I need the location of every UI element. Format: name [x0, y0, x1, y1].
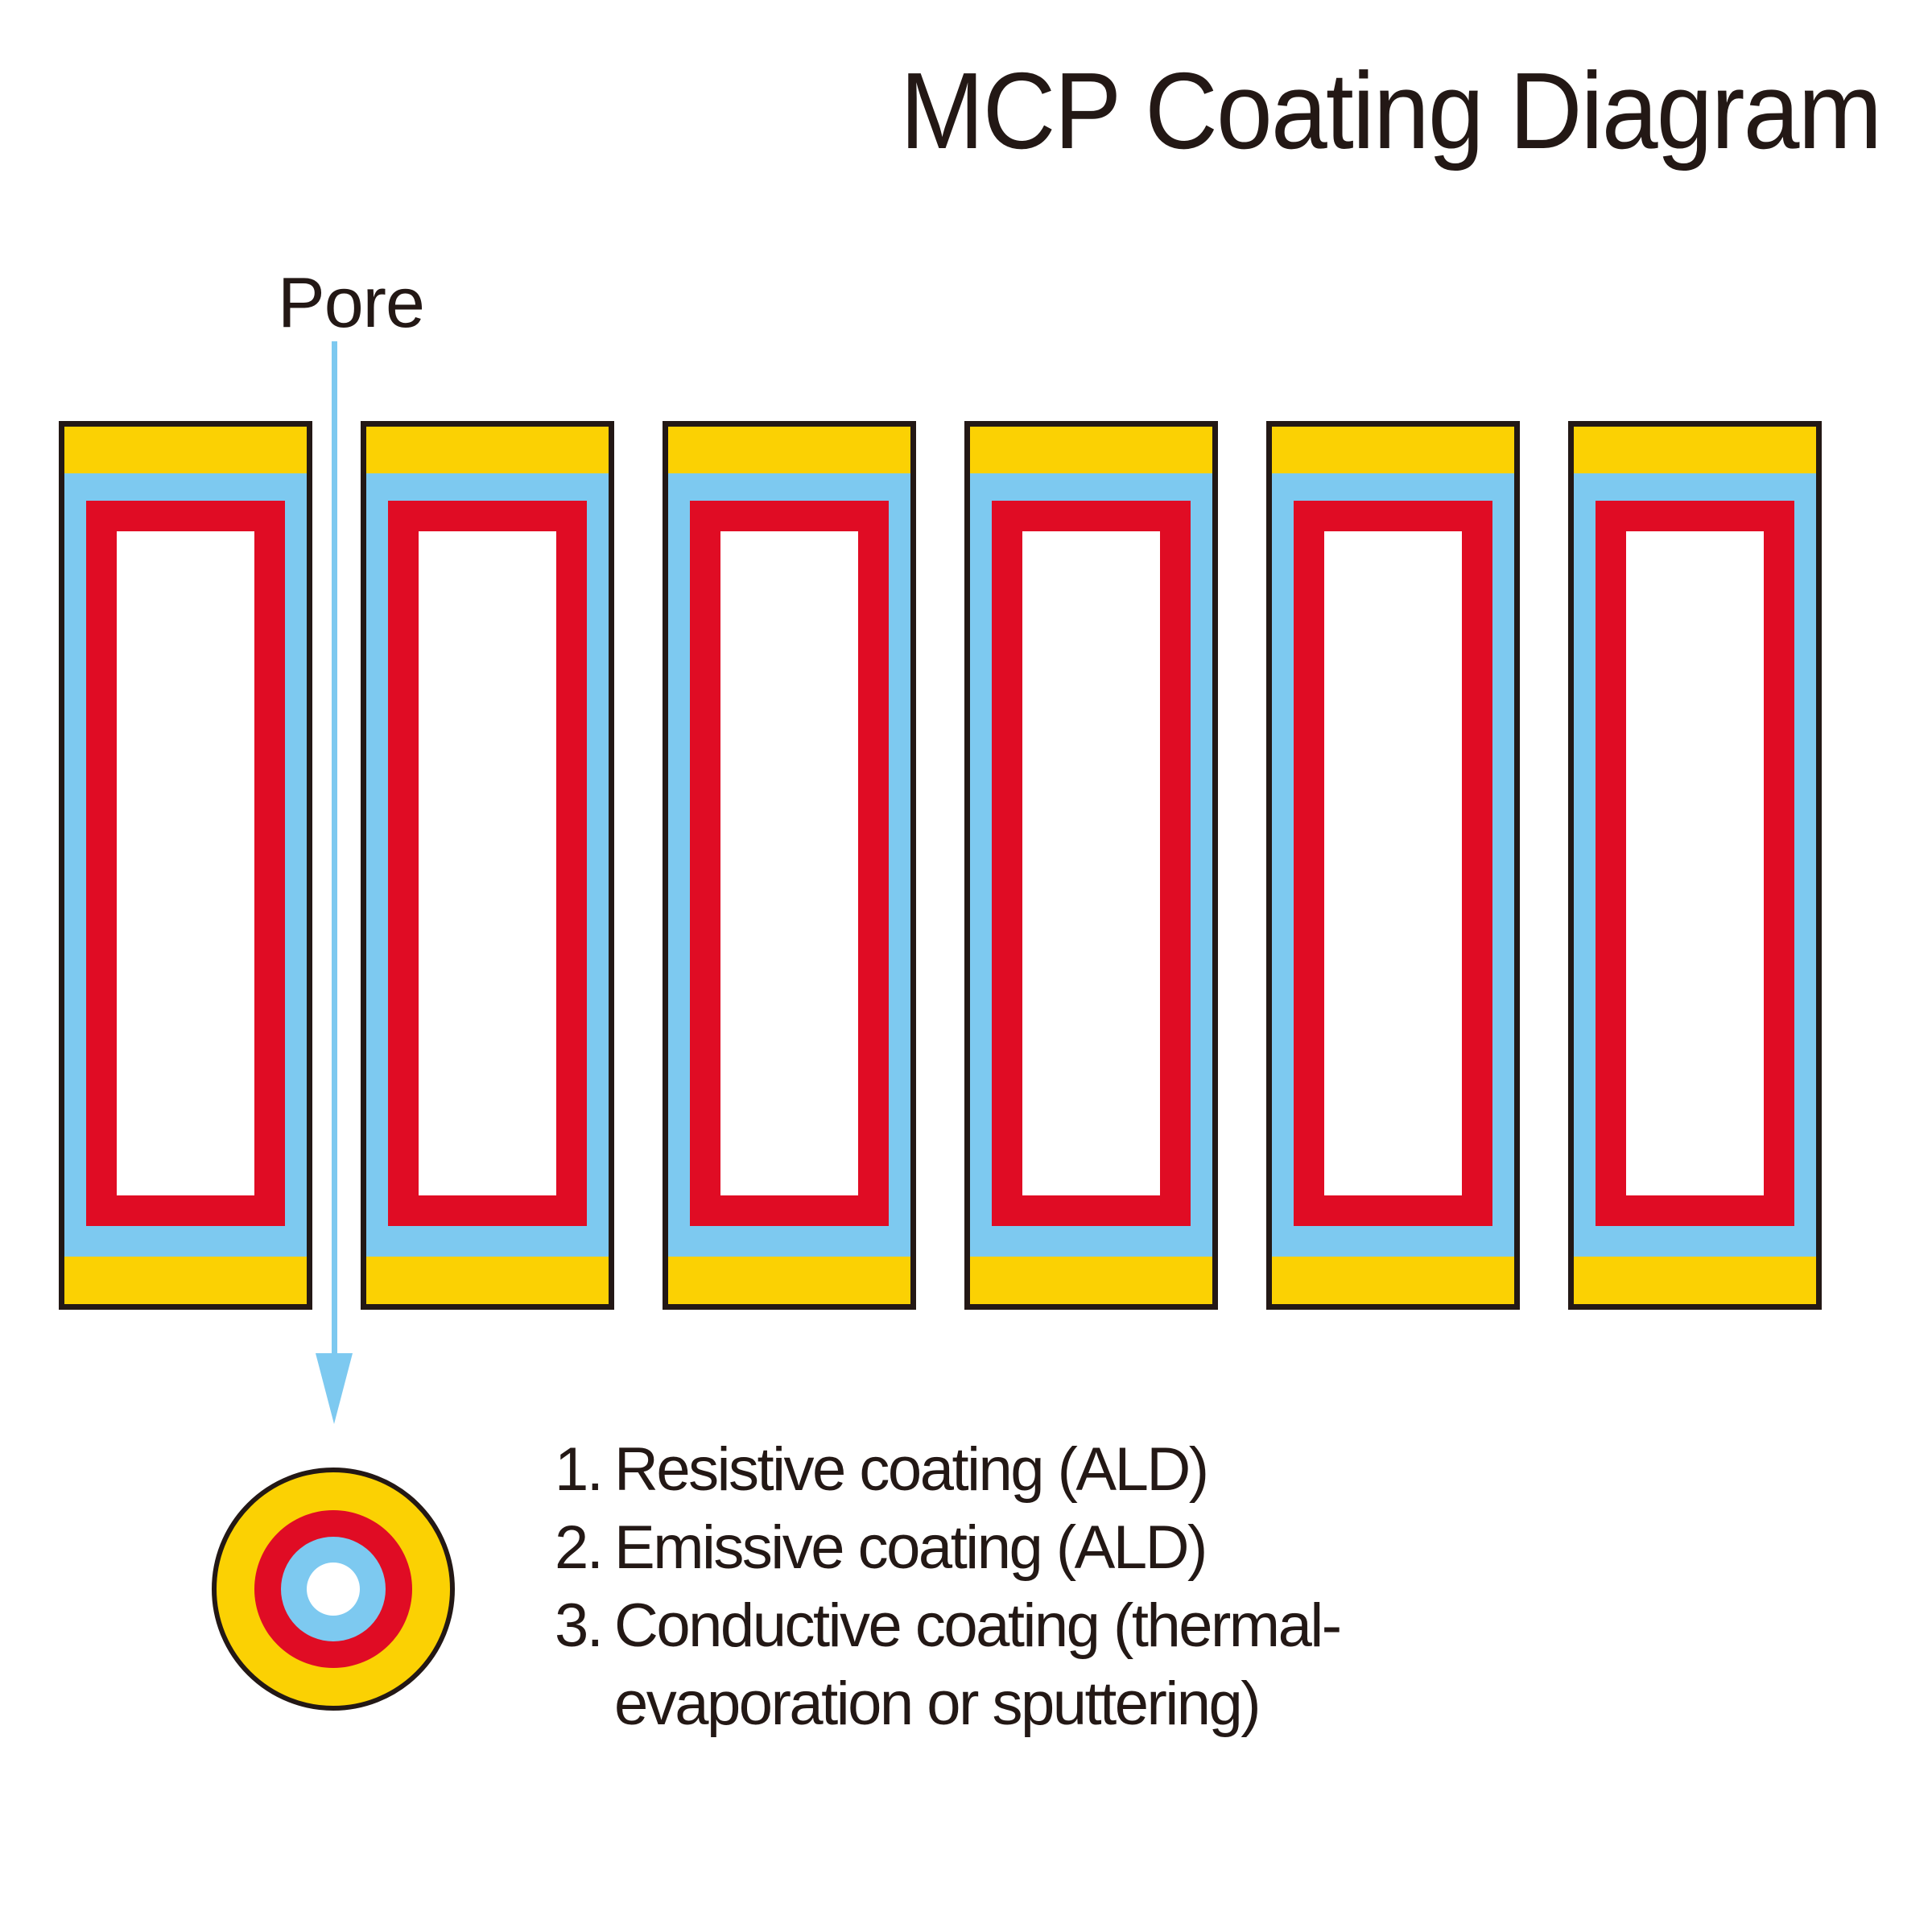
pore-arrow-head-icon [316, 1353, 353, 1424]
conductive-layer-top [970, 427, 1212, 473]
legend-item-label-line2: evaporation or sputtering) [614, 1670, 1261, 1738]
resistive-layer [388, 501, 587, 1226]
legend-item-label: Emissive coating (ALD) [614, 1513, 1208, 1582]
conductive-layer-top [366, 427, 609, 473]
conductive-layer-top [1574, 427, 1816, 473]
conductive-layer-top [64, 427, 307, 473]
conductive-layer-bottom [970, 1257, 1212, 1304]
conductive-layer-bottom [1574, 1257, 1816, 1304]
resistive-layer [1294, 501, 1492, 1226]
legend-item-emissive: 2. Emissive coating (ALD) [555, 1509, 1340, 1587]
pore-label: Pore [278, 262, 425, 342]
conductive-layer-top [668, 427, 910, 473]
channel-wall-segment [1266, 421, 1520, 1310]
pore-cross-section [212, 1468, 455, 1711]
page-title: MCP Coating Diagram [900, 50, 1882, 171]
pore-arrow-line [332, 341, 337, 1353]
conductive-layer-bottom [1272, 1257, 1514, 1304]
channel-wall-segment [59, 421, 312, 1310]
legend-item-label: Resistive coating (ALD) [614, 1435, 1209, 1504]
legend: 1. Resistive coating (ALD) 2. Emissive c… [555, 1430, 1342, 1743]
conductive-layer-top [1272, 427, 1514, 473]
resistive-layer [992, 501, 1191, 1226]
conductive-layer-bottom [366, 1257, 609, 1304]
legend-item-conductive: 3. Conductive coating (thermal- evaporat… [555, 1587, 1342, 1743]
channel-wall-segment [361, 421, 614, 1310]
legend-item-label: Conductive coating (thermal- evaporation… [614, 1587, 1342, 1743]
legend-item-number: 1. [555, 1435, 604, 1504]
resistive-layer [1596, 501, 1794, 1226]
resistive-layer [690, 501, 889, 1226]
channel-wall-segment [1568, 421, 1822, 1310]
resistive-layer [86, 501, 285, 1226]
legend-item-resistive: 1. Resistive coating (ALD) [555, 1430, 1340, 1509]
channel-wall-segment [964, 421, 1218, 1310]
conductive-layer-bottom [668, 1257, 910, 1304]
legend-item-number: 2. [555, 1513, 604, 1582]
channel-wall-segment [663, 421, 916, 1310]
legend-item-label-line1: Conductive coating (thermal- [614, 1591, 1342, 1660]
pore-opening [307, 1563, 360, 1616]
conductive-layer-bottom [64, 1257, 307, 1304]
legend-item-number: 3. [555, 1591, 604, 1660]
